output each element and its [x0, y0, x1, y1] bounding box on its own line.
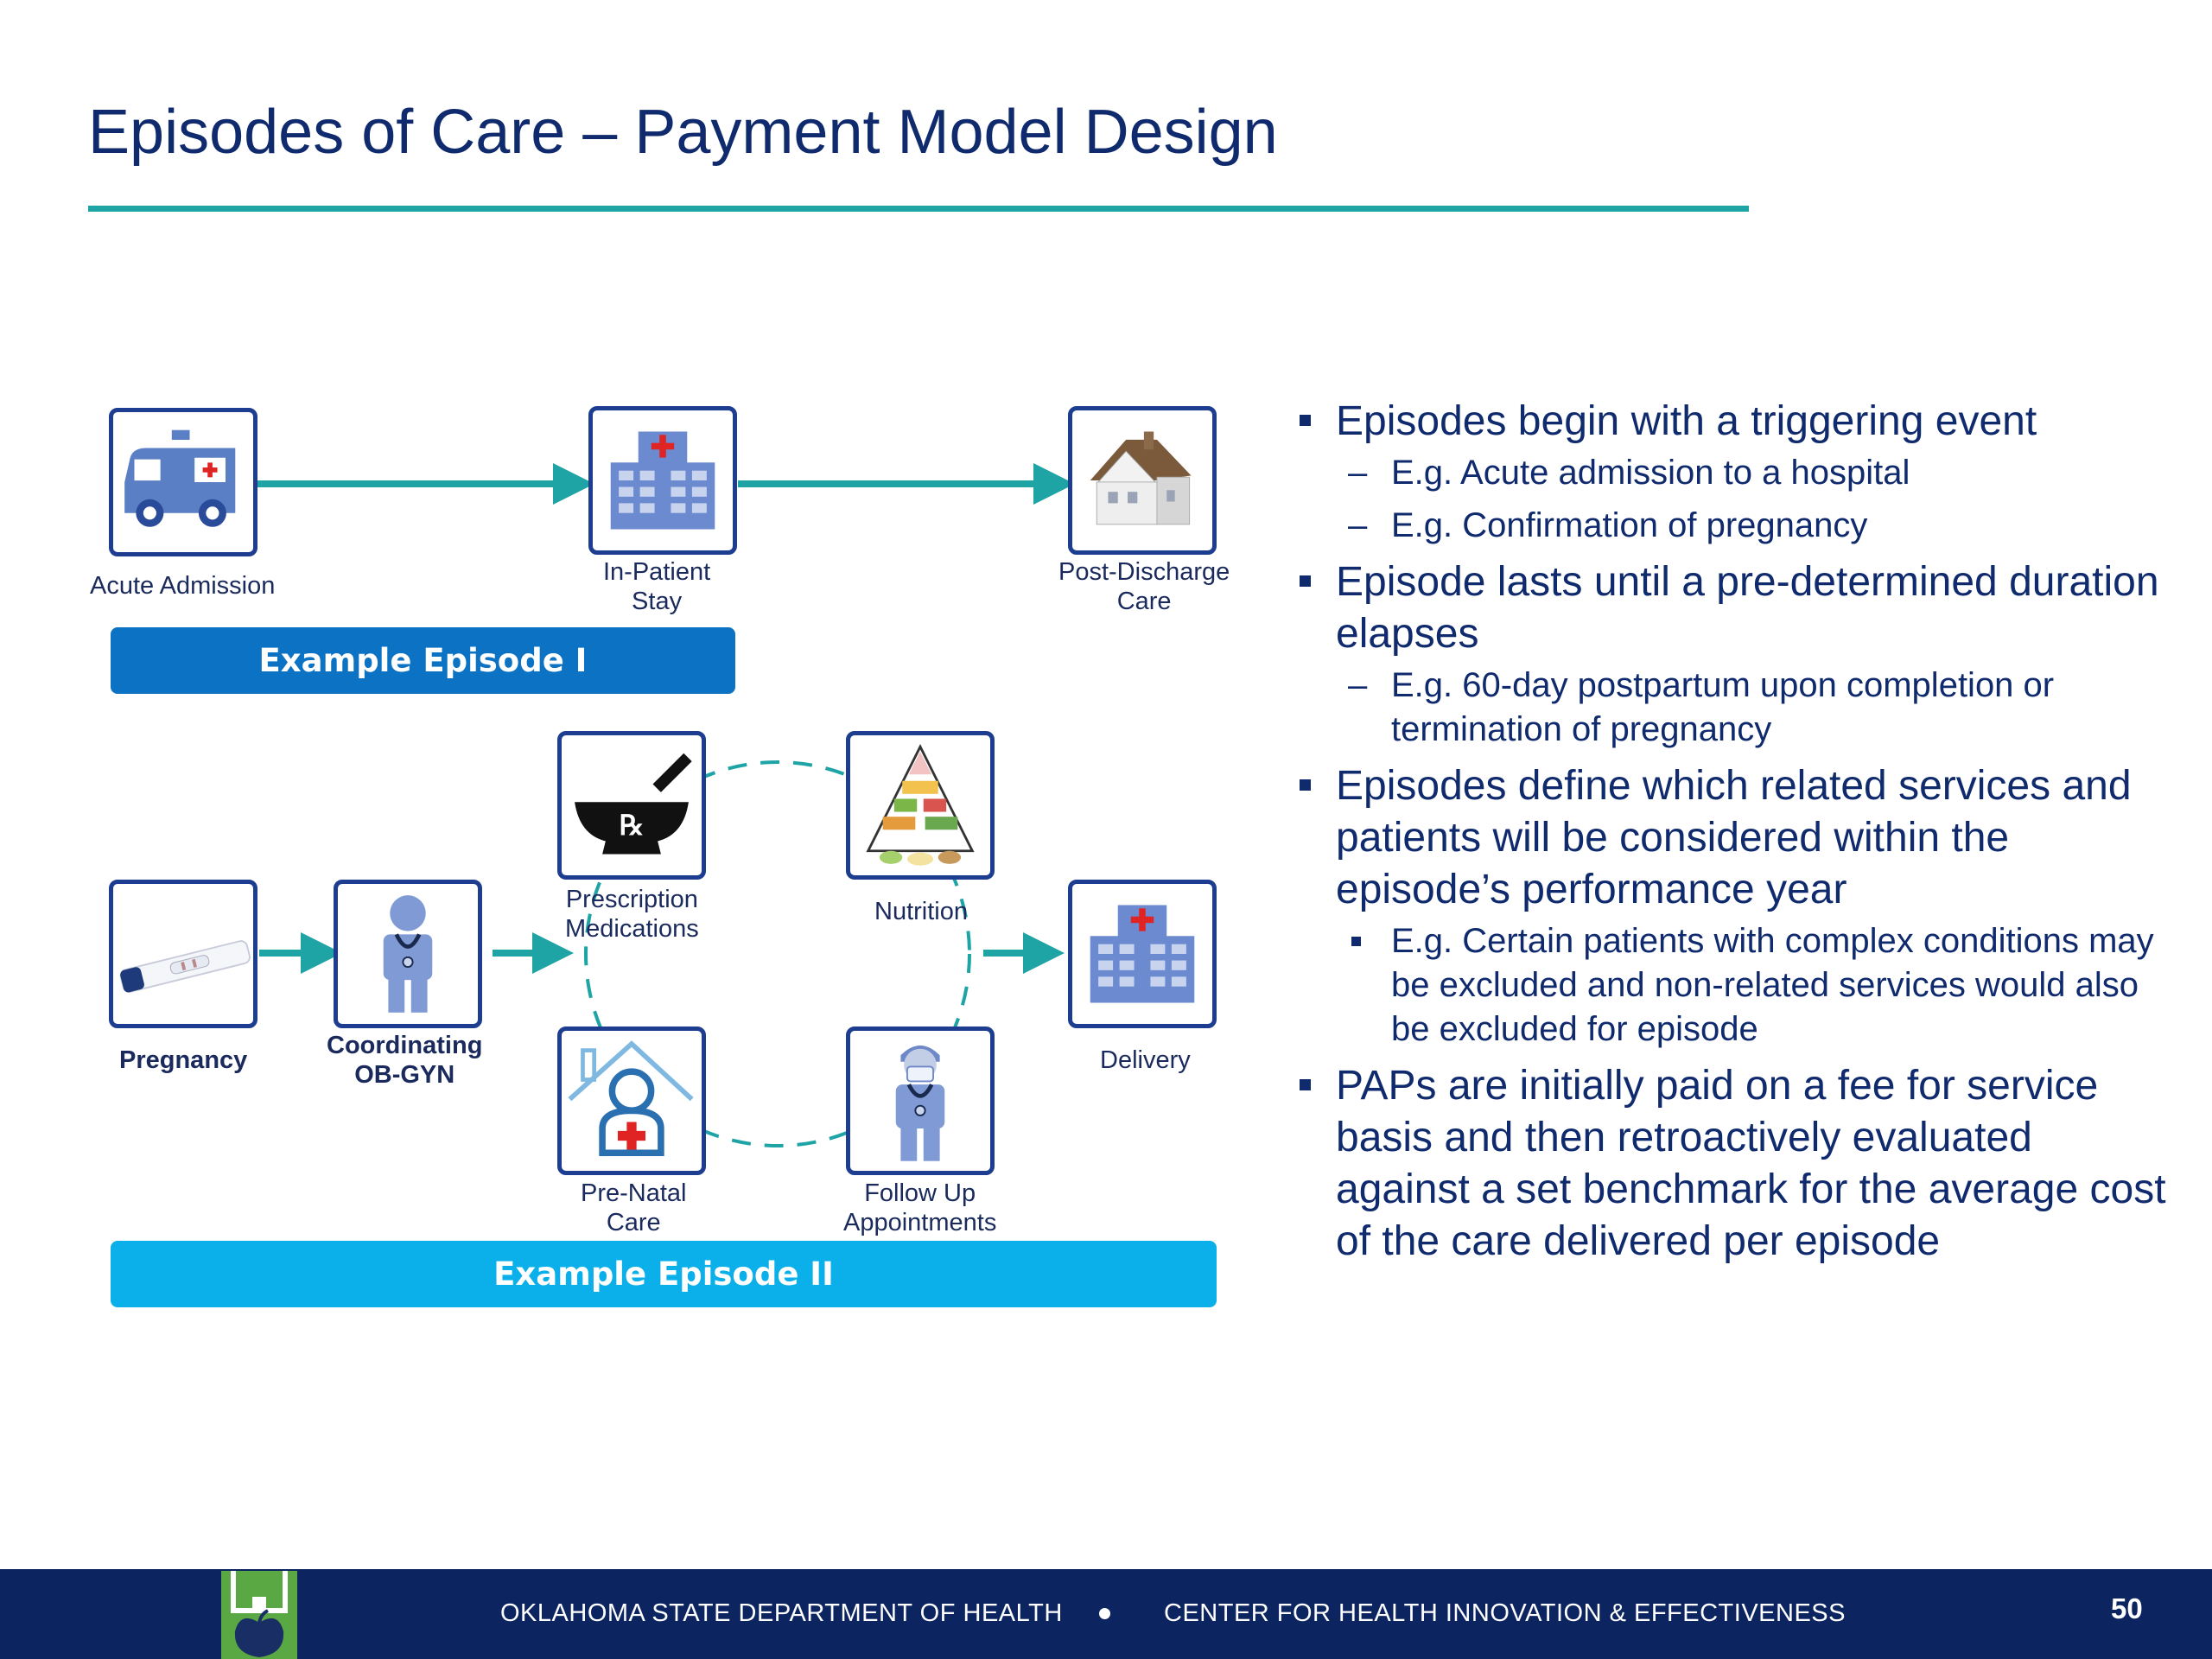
label-prescription-line2: Medications: [565, 915, 699, 943]
title-rule: [88, 206, 1749, 212]
footer-separator-dot: [1099, 1608, 1110, 1619]
bullet-3: Episodes define which related services a…: [1294, 760, 2176, 916]
page-number: 50: [2111, 1592, 2143, 1624]
example-episode-1-banner: Example Episode I: [111, 627, 735, 694]
page-title: Episodes of Care – Payment Model Design: [88, 98, 1278, 167]
example-episode-2-banner: Example Episode II: [111, 1241, 1217, 1307]
food-pyramid-icon: [846, 731, 995, 880]
label-post-discharge-line1: Post-Discharge: [1058, 558, 1230, 586]
hospital-icon: [588, 406, 737, 555]
footer-center: CENTER FOR HEALTH INNOVATION & EFFECTIVE…: [1164, 1599, 1846, 1627]
bullet-1-sub-1: E.g. Acute admission to a hospital: [1294, 451, 2176, 495]
label-nutrition: Nutrition: [874, 898, 968, 925]
label-inpatient-stay: In-Patient Stay: [603, 557, 710, 616]
label-followup-line1: Follow Up: [864, 1179, 976, 1207]
bullet-4: PAPs are initially paid on a fee for ser…: [1294, 1060, 2176, 1268]
label-post-discharge-care: Post-Discharge Care: [1058, 557, 1230, 616]
home-care-icon: [557, 1027, 706, 1175]
pregnancy-test-icon: [109, 880, 257, 1028]
label-followup-line2: Appointments: [843, 1209, 997, 1236]
label-pre-natal-care: Pre-Natal Care: [581, 1179, 687, 1237]
house-icon: [1068, 406, 1217, 555]
bullet-1-sub-2: E.g. Confirmation of pregnancy: [1294, 504, 2176, 548]
label-inpatient-stay-line2: Stay: [632, 588, 683, 615]
label-acute-admission: Acute Admission: [90, 572, 276, 600]
label-follow-up-appointments: Follow Up Appointments: [843, 1179, 996, 1237]
hospital-icon: [1068, 880, 1217, 1028]
bullet-list: Episodes begin with a triggering event E…: [1294, 396, 2176, 1271]
label-prenatal-line2: Care: [606, 1209, 661, 1236]
bullet-2-sub-1: E.g. 60-day postpartum upon completion o…: [1294, 664, 2176, 752]
bullet-2: Episode lasts until a pre-determined dur…: [1294, 556, 2176, 660]
label-inpatient-stay-line1: In-Patient: [603, 558, 711, 586]
ambulance-icon: [109, 408, 257, 556]
label-prenatal-line1: Pre-Natal: [581, 1179, 687, 1207]
label-prescription-medications: Prescription Medications: [565, 885, 699, 944]
osdh-apple-logo: [221, 1571, 297, 1659]
label-pregnancy: Pregnancy: [119, 1046, 248, 1074]
label-post-discharge-line2: Care: [1116, 588, 1172, 615]
svg-text:℞: ℞: [620, 809, 645, 842]
bullet-1: Episodes begin with a triggering event: [1294, 396, 2176, 448]
doctor-icon: [334, 880, 482, 1028]
label-obgyn-line2: OB-GYN: [354, 1061, 455, 1089]
surgeon-icon: [846, 1027, 995, 1175]
label-obgyn-line1: Coordinating: [327, 1032, 483, 1059]
label-delivery: Delivery: [1100, 1046, 1191, 1074]
mortar-pestle-rx-icon: ℞: [557, 731, 706, 880]
bullet-3-sub-1: E.g. Certain patients with complex condi…: [1294, 919, 2176, 1052]
label-coordinating-obgyn: Coordinating OB-GYN: [327, 1031, 482, 1090]
footer-department: OKLAHOMA STATE DEPARTMENT OF HEALTH: [500, 1599, 1063, 1627]
label-prescription-line1: Prescription: [565, 886, 698, 913]
